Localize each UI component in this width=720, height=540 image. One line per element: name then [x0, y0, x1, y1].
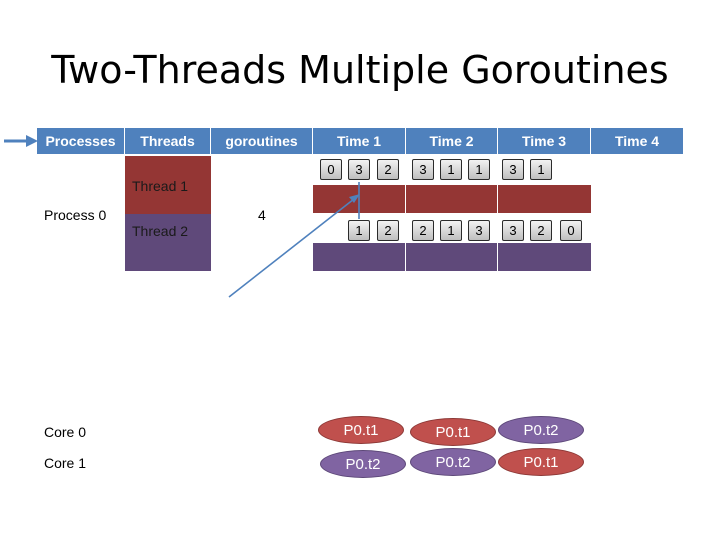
goroutine-chip: 2 [377, 220, 399, 241]
goroutine-chip: 1 [468, 159, 490, 180]
thread-2-cell: Thread 2 [125, 214, 211, 271]
goroutine-chip: 1 [530, 159, 552, 180]
thread-1-cell: Thread 1 [125, 156, 211, 214]
thread-1-bar-time-2 [406, 185, 498, 213]
core-0-label: Core 0 [44, 424, 87, 440]
header-processes: Processes [37, 128, 125, 154]
goroutine-count: 4 [258, 207, 266, 223]
thread-2-label: Thread 2 [132, 223, 189, 239]
header-goroutines: goroutines [211, 128, 313, 154]
core-0-slot-3: P0.t2 [498, 416, 584, 444]
goroutine-chip: 3 [468, 220, 490, 241]
thread-2-bar-time-1 [313, 243, 406, 271]
goroutine-chip: 2 [530, 220, 552, 241]
goroutine-chip: 3 [502, 159, 524, 180]
goroutine-chip: 1 [440, 220, 462, 241]
goroutine-chip: 0 [320, 159, 342, 180]
header-time-4: Time 4 [591, 128, 683, 154]
core-1-slot-2: P0.t2 [410, 448, 496, 476]
core-0-slot-2: P0.t1 [410, 418, 496, 446]
header-threads: Threads [125, 128, 211, 154]
header-time-2: Time 2 [406, 128, 498, 154]
thread-1-label: Thread 1 [132, 178, 189, 194]
thread-2-bar-time-2 [406, 243, 498, 271]
header-time-3: Time 3 [498, 128, 591, 154]
goroutine-chip: 0 [560, 220, 582, 241]
thread-2-bar-time-3 [498, 243, 591, 271]
goroutine-chip: 3 [412, 159, 434, 180]
pointer-arrow-icon [4, 135, 38, 147]
core-0-slot-1: P0.t1 [318, 416, 404, 444]
goroutine-chip: 3 [502, 220, 524, 241]
goroutine-chip: 1 [348, 220, 370, 241]
process-label: Process 0 [44, 207, 107, 223]
thread-1-bar-time-3 [498, 185, 591, 213]
header-time-1: Time 1 [313, 128, 406, 154]
goroutine-chip: 2 [377, 159, 399, 180]
goroutine-chip: 2 [412, 220, 434, 241]
core-1-label: Core 1 [44, 455, 87, 471]
goroutine-chip: 1 [440, 159, 462, 180]
core-1-slot-3: P0.t1 [498, 448, 584, 476]
slide-title: Two-Threads Multiple Goroutines [51, 48, 669, 92]
core-1-slot-1: P0.t2 [320, 450, 406, 478]
goroutine-chip: 3 [348, 159, 370, 180]
